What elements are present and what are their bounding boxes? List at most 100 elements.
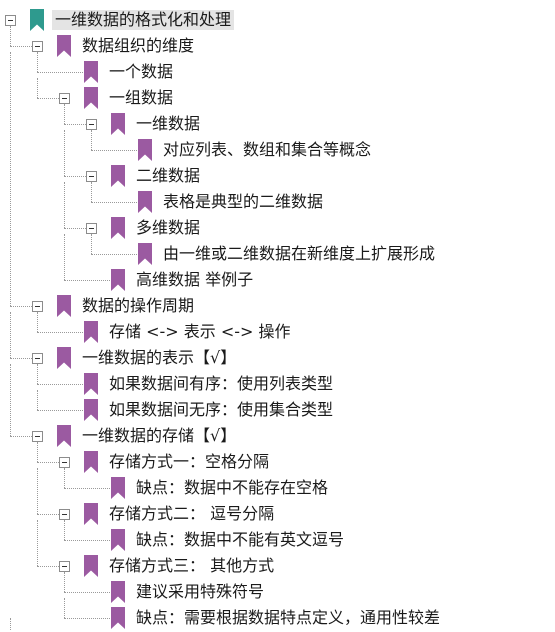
tree-connector [91,150,137,151]
tree-connector [64,130,65,176]
bookmark-icon [110,164,126,188]
outline-item-n2[interactable]: 数据的操作周期 [82,296,195,315]
tree-connector [91,202,137,203]
outline-item-n4_1_1[interactable]: 缺点：数据中不能存在空格 [136,478,329,497]
bookmark-icon [56,34,72,58]
tree-connector [37,332,83,333]
bookmark-icon [83,86,99,110]
tree-connector [64,228,86,229]
collapse-toggle-icon[interactable] [86,119,97,130]
bookmark-icon [110,528,126,552]
tree-connector [64,572,65,592]
tree-connector [37,390,38,410]
bookmark-icon [29,8,45,32]
tree-connector [64,124,86,125]
bookmark-icon [83,554,99,578]
tree-connector [64,598,65,618]
outline-item-n3_1[interactable]: 如果数据间有序：使用列表类型 [109,374,334,393]
collapse-toggle-icon[interactable] [32,431,43,442]
bookmark-icon [56,294,72,318]
tree-connector [10,52,11,306]
tree-connector [64,488,110,489]
outline-item-n1_2_3_1[interactable]: 由一维或二维数据在新维度上扩展形成 [163,244,436,263]
tree-connector [37,520,38,566]
tree-connector [64,104,65,124]
outline-item-n1_2_1_1[interactable]: 对应列表、数组和集合等概念 [163,140,372,159]
outline-item-n4_1[interactable]: 存储方式一：空格分隔 [109,452,270,471]
tree-connector [37,98,59,99]
collapse-toggle-icon[interactable] [59,561,70,572]
tree-connector [37,364,38,384]
bookmark-icon [83,60,99,84]
tree-connector [10,364,11,436]
outline-item-n2_1[interactable]: 存储 <-> 表示 <-> 操作 [109,322,291,341]
bookmark-icon [137,190,153,214]
bookmark-icon [83,372,99,396]
collapse-toggle-icon[interactable] [59,457,70,468]
outline-item-n4_2[interactable]: 存储方式二： 逗号分隔 [109,504,275,523]
collapse-toggle-icon[interactable] [86,223,97,234]
tree-connector [64,520,65,540]
tree-connector [91,234,92,254]
bookmark-icon [110,580,126,604]
outline-item-n1_2_2[interactable]: 二维数据 [136,166,201,185]
bookmark-icon [110,216,126,240]
tree-connector [37,468,38,514]
tree-connector [10,312,11,358]
tree-connector [64,618,110,619]
collapse-toggle-icon[interactable] [86,171,97,182]
tree-connector [10,358,32,359]
tree-connector [64,182,65,228]
tree-connector [10,26,11,46]
outline-item-n4_3_1[interactable]: 建议采用特殊符号 [136,582,265,601]
outline-item-n1_2_1[interactable]: 一维数据 [136,114,201,133]
tree-connector [10,618,11,630]
collapse-toggle-icon[interactable] [32,301,43,312]
tree-connector [10,306,32,307]
bookmark-icon [110,476,126,500]
outline-item-n1[interactable]: 数据组织的维度 [82,36,195,55]
tree-connector [64,592,110,593]
bookmark-icon [110,268,126,292]
collapse-toggle-icon[interactable] [32,41,43,52]
outline-item-n4_3_2[interactable]: 缺点：需要根据数据特点定义，通用性较差 [136,608,441,627]
outline-item-root[interactable]: 一维数据的格式化和处理 [52,10,235,30]
bookmark-icon [83,320,99,344]
tree-connector [64,176,86,177]
collapse-toggle-icon[interactable] [59,509,70,520]
outline-item-n1_2_4[interactable]: 高维数据 举例子 [136,270,254,289]
bookmark-icon [83,398,99,422]
outline-item-n1_2[interactable]: 一组数据 [109,88,174,107]
bookmark-icon [83,450,99,474]
tree-connector [10,436,32,437]
tree-connector [37,72,83,73]
bookmark-icon [137,242,153,266]
tree-connector [64,234,65,280]
tree-connector [37,78,38,98]
collapse-toggle-icon[interactable] [5,15,16,26]
bookmark-icon [110,606,126,630]
tree-connector [37,566,59,567]
collapse-toggle-icon[interactable] [32,353,43,364]
outline-item-n3[interactable]: 一维数据的表示【√】 [82,348,237,367]
collapse-toggle-icon[interactable] [59,93,70,104]
outline-item-n1_2_3[interactable]: 多维数据 [136,218,201,237]
tree-connector [91,182,92,202]
tree-connector [64,468,65,488]
bookmark-icon [110,112,126,136]
tree-connector [37,514,59,515]
tree-connector [37,442,38,462]
outline-item-n4[interactable]: 一维数据的存储【√】 [82,426,237,445]
tree-connector [64,540,110,541]
tree-connector [10,46,32,47]
tree-connector [37,410,83,411]
outline-item-n4_2_1[interactable]: 缺点：数据中不能有英文逗号 [136,530,345,549]
tree-connector [37,312,38,332]
outline-item-n1_1[interactable]: 一个数据 [109,62,174,81]
outline-item-n4_3[interactable]: 存储方式三： 其他方式 [109,556,275,575]
outline-item-n1_2_2_1[interactable]: 表格是典型的二维数据 [163,192,324,211]
bookmark-icon [137,138,153,162]
outline-item-n3_2[interactable]: 如果数据间无序：使用集合类型 [109,400,334,419]
tree-connector [91,254,137,255]
